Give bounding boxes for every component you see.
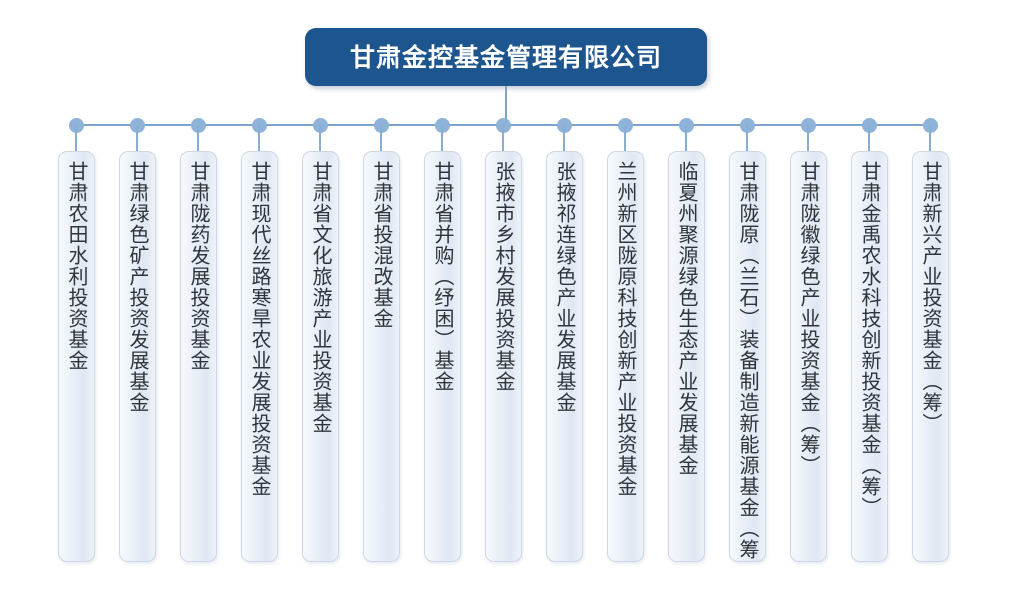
fund-card-label: 张掖市乡村发展投资基金 [492,161,516,392]
branch-stem-connector [319,125,321,151]
fund-card[interactable]: 甘肃省投混改基金 [363,151,400,562]
fund-card[interactable]: 甘肃省文化旅游产业投资基金 [302,151,339,562]
fund-card[interactable]: 兰州新区陇原科技创新产业投资基金 [607,151,644,562]
fund-card[interactable]: 甘肃陇原（兰石）装备制造新能源基金（筹） [729,151,766,562]
fund-card-label: 临夏州聚源绿色生态产业发展基金 [675,161,699,476]
branch-stem-connector [258,125,260,151]
branch-stem-connector [807,125,809,151]
branch-stem-connector [929,125,931,151]
branch-stem-connector [441,125,443,151]
fund-card-label: 甘肃农田水利投资基金 [65,161,89,371]
fund-card[interactable]: 甘肃新兴产业投资基金（筹） [912,151,949,562]
root-drop-connector [505,86,507,125]
fund-card-label: 甘肃陇药发展投资基金 [187,161,211,371]
fund-card-label: 张掖祁连绿色产业发展基金 [553,161,577,413]
fund-card-label: 甘肃新兴产业投资基金（筹） [919,161,943,434]
branch-stem-connector [746,125,748,151]
fund-card[interactable]: 甘肃陇药发展投资基金 [180,151,217,562]
fund-card[interactable]: 甘肃现代丝路寒旱农业发展投资基金 [241,151,278,562]
branch-stem-connector [136,125,138,151]
fund-card-label: 甘肃现代丝路寒旱农业发展投资基金 [248,161,272,497]
branch-stem-connector [685,125,687,151]
fund-card-label: 甘肃省文化旅游产业投资基金 [309,161,333,434]
root-node-label: 甘肃金控基金管理有限公司 [349,42,662,72]
fund-card[interactable]: 甘肃绿色矿产投资发展基金 [119,151,156,562]
branch-stem-connector [75,125,77,151]
branch-stem-connector [868,125,870,151]
fund-card[interactable]: 张掖市乡村发展投资基金 [485,151,522,562]
branch-stem-connector [502,125,504,151]
fund-card-label: 兰州新区陇原科技创新产业投资基金 [614,161,638,497]
branch-stem-connector [380,125,382,151]
fund-card-label: 甘肃金禹农水科技创新投资基金（筹） [858,161,882,518]
fund-card-label: 甘肃省并购（纾困）基金 [431,161,455,392]
fund-card-label: 甘肃绿色矿产投资发展基金 [126,161,150,413]
fund-card[interactable]: 甘肃省并购（纾困）基金 [424,151,461,562]
root-node-company[interactable]: 甘肃金控基金管理有限公司 [305,28,707,86]
fund-card-label: 甘肃陇原（兰石）装备制造新能源基金（筹） [736,161,760,562]
fund-card-label: 甘肃省投混改基金 [370,161,394,329]
branch-stem-connector [563,125,565,151]
fund-card[interactable]: 张掖祁连绿色产业发展基金 [546,151,583,562]
fund-card[interactable]: 甘肃金禹农水科技创新投资基金（筹） [851,151,888,562]
fund-card-label: 甘肃陇徽绿色产业投资基金（筹） [797,161,821,476]
fund-card[interactable]: 甘肃农田水利投资基金 [58,151,95,562]
fund-card[interactable]: 临夏州聚源绿色生态产业发展基金 [668,151,705,562]
branch-stem-connector [197,125,199,151]
fund-card[interactable]: 甘肃陇徽绿色产业投资基金（筹） [790,151,827,562]
branch-stem-connector [624,125,626,151]
